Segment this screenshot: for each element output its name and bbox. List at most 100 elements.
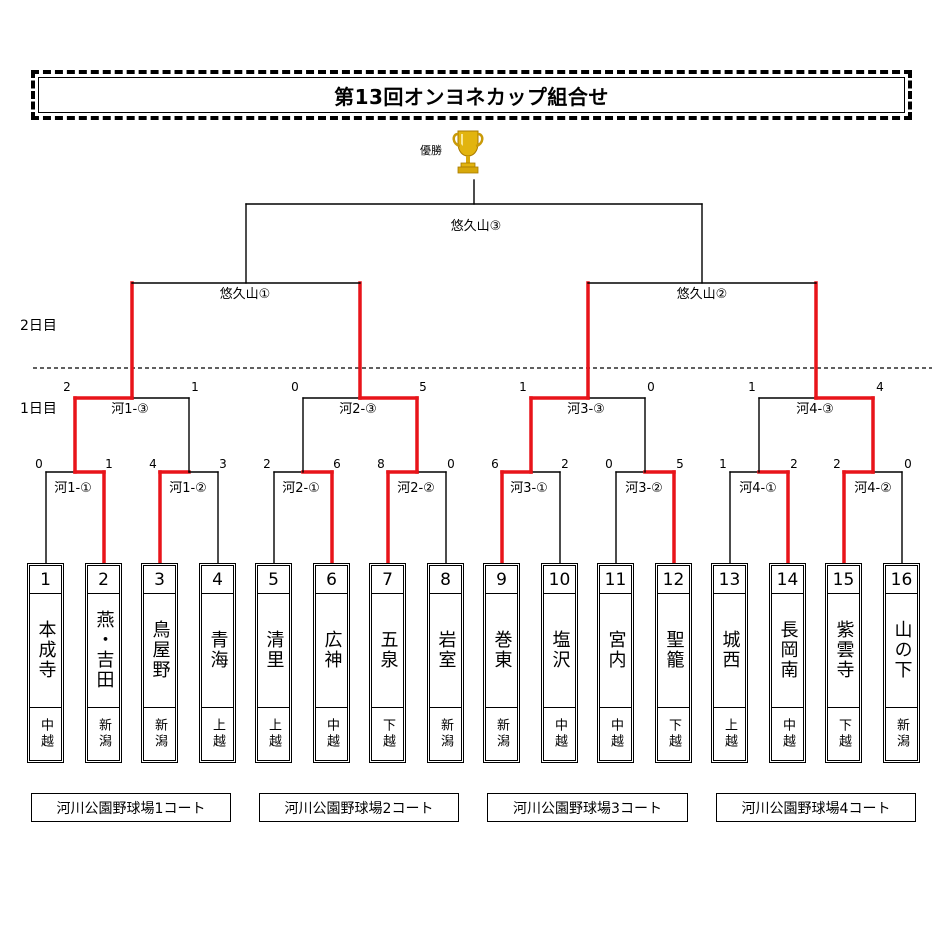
- score: 3: [219, 457, 227, 471]
- team-region: 新潟: [430, 707, 461, 760]
- score: 0: [904, 457, 912, 471]
- team-name: 燕・吉田: [93, 610, 115, 690]
- first-round-label: 河4-①: [738, 481, 778, 496]
- first-round-label: 河3-①: [509, 481, 549, 496]
- team-name: 城西: [719, 630, 741, 670]
- team-card: 10 塩沢 中越: [541, 563, 578, 763]
- team-card: 16 山の下 新潟: [883, 563, 920, 763]
- team-number: 7: [372, 566, 403, 594]
- team-region: 新潟: [144, 707, 175, 760]
- score: 2: [63, 380, 71, 394]
- team-card: 9 巻東 新潟: [483, 563, 520, 763]
- team-card: 4 青海 上越: [199, 563, 236, 763]
- team-card: 1 本成寺 中越: [27, 563, 64, 763]
- team-region: 下越: [828, 707, 859, 760]
- score: 0: [35, 457, 43, 471]
- team-name: 五泉: [377, 630, 399, 670]
- score: 1: [519, 380, 527, 394]
- final-label: 悠久山③: [449, 219, 503, 234]
- team-number: 2: [88, 566, 119, 594]
- team-name: 聖籠: [663, 630, 685, 670]
- team-number: 4: [202, 566, 233, 594]
- score: 5: [676, 457, 684, 471]
- first-round-label: 河3-②: [624, 481, 664, 496]
- team-region: 下越: [372, 707, 403, 760]
- team-card: 2 燕・吉田 新潟: [85, 563, 122, 763]
- score: 5: [419, 380, 427, 394]
- team-name: 巻東: [491, 630, 513, 670]
- team-name: 宮内: [605, 630, 627, 670]
- score: 2: [561, 457, 569, 471]
- team-name: 本成寺: [35, 620, 57, 680]
- quarterfinal-label: 河3-③: [566, 402, 606, 417]
- score: 6: [333, 457, 341, 471]
- semifinal-label: 悠久山①: [218, 287, 272, 302]
- score: 2: [833, 457, 841, 471]
- team-number: 8: [430, 566, 461, 594]
- team-number: 9: [486, 566, 517, 594]
- team-region: 中越: [30, 707, 61, 760]
- team-region: 上越: [714, 707, 745, 760]
- score: 8: [377, 457, 385, 471]
- score: 1: [191, 380, 199, 394]
- team-number: 3: [144, 566, 175, 594]
- team-region: 新潟: [886, 707, 917, 760]
- team-number: 14: [772, 566, 803, 594]
- title-banner: 第13回オンヨネカップ組合せ: [31, 70, 912, 120]
- team-region: 中越: [600, 707, 631, 760]
- day2-label: 2日目: [20, 318, 57, 334]
- team-card: 11 宮内 中越: [597, 563, 634, 763]
- day1-label: 1日目: [20, 401, 57, 417]
- first-round-label: 河2-②: [396, 481, 436, 496]
- team-region: 中越: [544, 707, 575, 760]
- team-name: 岩室: [435, 630, 457, 670]
- team-card: 3 鳥屋野 新潟: [141, 563, 178, 763]
- team-name: 塩沢: [549, 630, 571, 670]
- team-region: 下越: [658, 707, 689, 760]
- score: 0: [647, 380, 655, 394]
- score: 1: [719, 457, 727, 471]
- score: 0: [605, 457, 613, 471]
- team-number: 10: [544, 566, 575, 594]
- court-label: 河川公園野球場2コート: [259, 793, 459, 822]
- team-number: 12: [658, 566, 689, 594]
- score: 6: [491, 457, 499, 471]
- score: 2: [263, 457, 271, 471]
- team-region: 上越: [202, 707, 233, 760]
- semifinal-label: 悠久山②: [675, 287, 729, 302]
- team-number: 13: [714, 566, 745, 594]
- team-card: 14 長岡南 中越: [769, 563, 806, 763]
- first-round-label: 河4-②: [853, 481, 893, 496]
- court-label: 河川公園野球場4コート: [716, 793, 916, 822]
- team-card: 12 聖籠 下越: [655, 563, 692, 763]
- score: 0: [447, 457, 455, 471]
- score: 1: [105, 457, 113, 471]
- team-region: 上越: [258, 707, 289, 760]
- champion-label: 優勝: [420, 144, 442, 157]
- score: 0: [291, 380, 299, 394]
- court-label: 河川公園野球場3コート: [487, 793, 688, 822]
- quarterfinal-label: 河4-③: [795, 402, 835, 417]
- team-region: 中越: [316, 707, 347, 760]
- page-title: 第13回オンヨネカップ組合せ: [38, 77, 905, 113]
- team-name: 山の下: [891, 620, 913, 680]
- team-card: 15 紫雲寺 下越: [825, 563, 862, 763]
- team-region: 中越: [772, 707, 803, 760]
- score: 4: [876, 380, 884, 394]
- team-name: 紫雲寺: [833, 620, 855, 680]
- team-name: 清里: [263, 630, 285, 670]
- quarterfinal-label: 河1-③: [110, 402, 150, 417]
- score: 2: [790, 457, 798, 471]
- team-name: 鳥屋野: [149, 620, 171, 680]
- team-number: 1: [30, 566, 61, 594]
- team-card: 8 岩室 新潟: [427, 563, 464, 763]
- team-card: 5 清里 上越: [255, 563, 292, 763]
- team-number: 15: [828, 566, 859, 594]
- team-name: 青海: [207, 630, 229, 670]
- team-region: 新潟: [486, 707, 517, 760]
- team-region: 新潟: [88, 707, 119, 760]
- court-label: 河川公園野球場1コート: [31, 793, 231, 822]
- team-card: 13 城西 上越: [711, 563, 748, 763]
- quarterfinal-label: 河2-③: [338, 402, 378, 417]
- first-round-label: 河2-①: [281, 481, 321, 496]
